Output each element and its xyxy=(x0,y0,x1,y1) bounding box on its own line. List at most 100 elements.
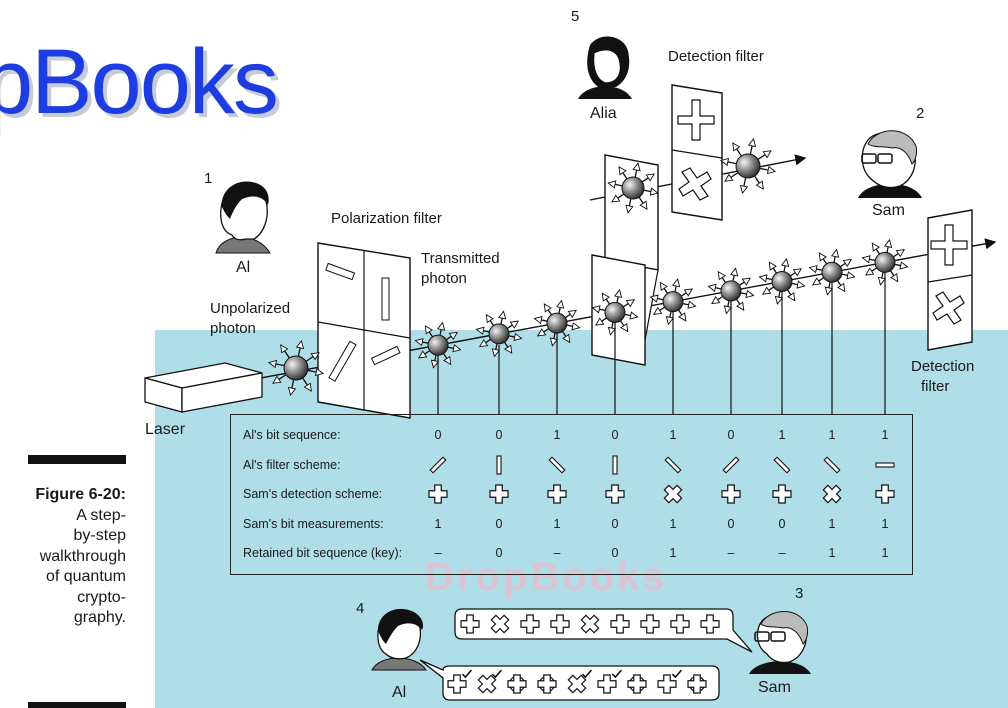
bit-cell: 1 xyxy=(553,428,561,442)
key-cell: – xyxy=(727,546,735,560)
filter-scheme-symbols xyxy=(429,455,895,475)
bit-cell: 0 xyxy=(611,428,619,442)
step-2-number: 2 xyxy=(916,105,925,122)
filter-diagonal-backslash-symbol xyxy=(823,456,841,474)
plus-symbol xyxy=(700,614,720,634)
photon xyxy=(707,267,755,315)
plus-symbol xyxy=(550,614,570,634)
al-message-symbols xyxy=(447,669,707,694)
plus-symbol xyxy=(520,614,540,634)
detection-filter-top-label: Detection filter xyxy=(668,48,764,65)
cross-symbol xyxy=(580,614,600,634)
circle-plus-symbol xyxy=(507,674,527,694)
unpolarized-photon-label-1: Unpolarized xyxy=(210,300,291,317)
measurement-cell: 1 xyxy=(828,517,836,531)
caption-line: graphy. xyxy=(73,609,126,626)
key-cell: 1 xyxy=(828,546,836,560)
measurement-cell: 1 xyxy=(881,517,889,531)
row-label-key: Retained bit sequence (key): xyxy=(243,546,403,560)
measurement-cell: 0 xyxy=(611,517,619,531)
sam-label: Sam xyxy=(872,202,905,219)
transmitted-photon-label-2: photon xyxy=(421,270,467,287)
measurement-cell: 1 xyxy=(553,517,561,531)
key-cell: – xyxy=(434,546,442,560)
bit-cell: 1 xyxy=(778,428,786,442)
cross-symbol xyxy=(663,484,683,504)
step-5-number: 5 xyxy=(571,8,580,25)
al-bottom-label: Al xyxy=(392,684,407,701)
plus-symbol xyxy=(605,484,625,504)
key-cell: – xyxy=(778,546,786,560)
caption-line: walkthrough xyxy=(39,547,126,565)
bit-cell: 0 xyxy=(434,428,442,442)
detection-filter-top xyxy=(671,84,723,221)
key-cell: 0 xyxy=(495,546,503,560)
circle-plus-symbol xyxy=(537,674,557,694)
photon xyxy=(607,162,659,214)
key-cell: 1 xyxy=(881,546,889,560)
plus-check-symbol xyxy=(597,669,623,694)
bit-cell: 0 xyxy=(727,428,735,442)
bit-cell: 0 xyxy=(495,428,503,442)
photon xyxy=(591,288,639,336)
cross-symbol xyxy=(822,484,842,504)
key-cell: 1 xyxy=(669,546,677,560)
sam-message-symbols xyxy=(460,614,720,634)
photon-leaders xyxy=(437,270,886,414)
detection-filter-right-label-2: filter xyxy=(921,378,950,395)
photon xyxy=(414,321,462,369)
filter-diagonal-backslash-symbol xyxy=(548,456,566,474)
cross-symbol xyxy=(490,614,510,634)
caption-bar-top xyxy=(28,455,126,464)
plus-symbol xyxy=(489,484,509,504)
detection-filter-right xyxy=(927,209,973,351)
bit-cell: 1 xyxy=(669,428,677,442)
alia-label: Alia xyxy=(590,105,617,122)
filter-diagonal-slash-symbol xyxy=(722,456,740,474)
cross-check-symbol xyxy=(477,669,503,694)
plus-symbol xyxy=(670,614,690,634)
plus-check-symbol xyxy=(657,669,683,694)
bit-table xyxy=(230,414,913,575)
al-label: Al xyxy=(236,259,251,276)
filter-horizontal-symbol xyxy=(875,462,895,468)
polarization-filter-label: Polarization filter xyxy=(331,210,442,227)
photon xyxy=(808,248,856,296)
photon-group xyxy=(267,137,909,397)
unpolarized-photon-label-2: photon xyxy=(210,320,256,337)
step-1-number: 1 xyxy=(204,170,213,187)
plus-symbol xyxy=(547,484,567,504)
plus-symbol xyxy=(875,484,895,504)
measurement-cell: 1 xyxy=(669,517,677,531)
key-cell: – xyxy=(553,546,561,560)
sam-portrait xyxy=(858,130,922,198)
plus-symbol xyxy=(640,614,660,634)
step-3-number: 3 xyxy=(795,585,804,602)
measurement-cell: 0 xyxy=(778,517,786,531)
laser-label: Laser xyxy=(145,421,186,438)
filter-diagonal-backslash-symbol xyxy=(664,456,682,474)
polarization-filter xyxy=(317,242,411,419)
bit-cell: 1 xyxy=(828,428,836,442)
photon xyxy=(758,257,806,305)
step-4-number: 4 xyxy=(356,600,365,617)
circle-plus-symbol xyxy=(627,674,647,694)
plus-symbol xyxy=(772,484,792,504)
caption-bar-bottom xyxy=(28,702,126,708)
circle-plus-symbol xyxy=(687,674,707,694)
caption-line: crypto- xyxy=(77,588,126,606)
cross-check-symbol xyxy=(567,669,593,694)
photon xyxy=(649,278,697,326)
alia-portrait xyxy=(578,36,632,99)
caption-line: of quantum xyxy=(45,568,126,585)
watermark-band xyxy=(155,330,1008,708)
filter-vertical-symbol xyxy=(496,455,502,475)
plus-symbol xyxy=(428,484,448,504)
row-label-measurements: Sam's bit measurements: xyxy=(243,517,384,531)
watermark-center: DropBooks xyxy=(425,555,668,599)
photon xyxy=(861,238,909,286)
plus-symbol xyxy=(460,614,480,634)
measurement-cell: 0 xyxy=(495,517,503,531)
plus-symbol xyxy=(610,614,630,634)
